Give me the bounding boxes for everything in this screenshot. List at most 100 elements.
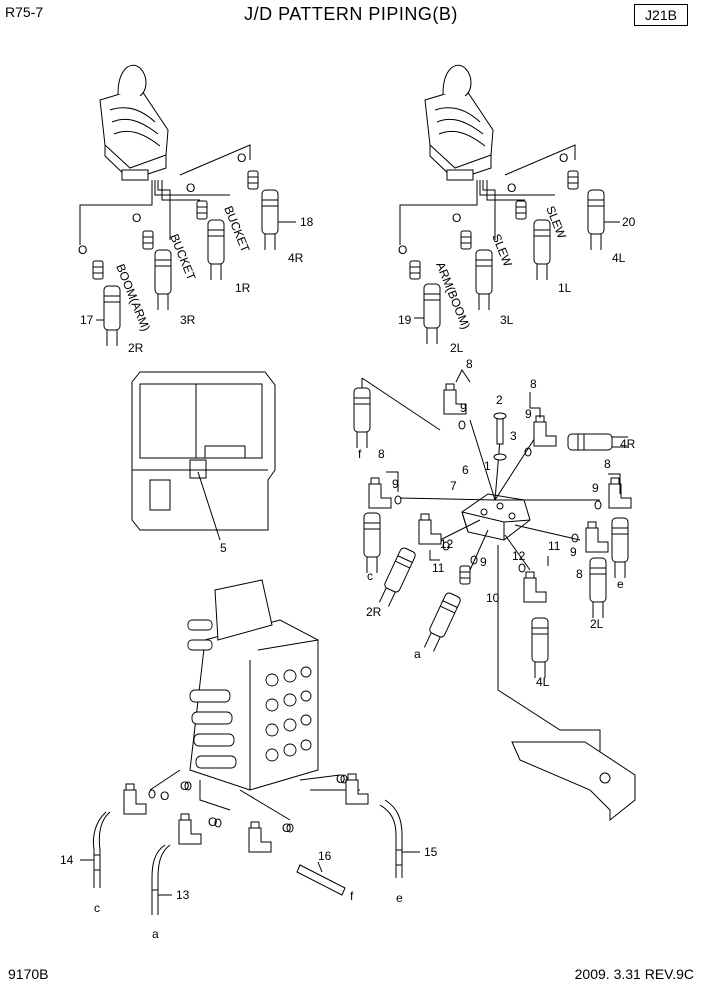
part-number: 12 <box>512 549 526 563</box>
o-mark: O <box>507 181 516 195</box>
hose-id: 2L <box>450 341 464 355</box>
elbow-fitting <box>368 477 392 509</box>
part-number: 9 <box>570 545 577 559</box>
o-mark: O <box>237 151 246 165</box>
o-mark: O <box>336 772 345 786</box>
o-mark: O <box>132 211 141 225</box>
hose-id: f <box>350 889 354 903</box>
page-title: J/D PATTERN PIPING(B) <box>244 4 458 24</box>
hose-id: 2R <box>366 605 382 619</box>
model-code: R75-7 <box>5 4 44 20</box>
part-number: 6 <box>462 463 469 477</box>
hose-fitting <box>460 230 472 250</box>
hose-id: 4R <box>288 251 304 265</box>
hose-end <box>533 219 551 281</box>
elbow-fitting <box>248 821 272 853</box>
hose-id: e <box>617 577 624 591</box>
hose-fitting <box>567 170 579 190</box>
o-mark: O <box>78 243 87 257</box>
part-number: 17 <box>80 313 94 327</box>
revision-date: 2009. 3.31 REV.9C <box>574 966 694 982</box>
page-code-box: J21B <box>634 4 688 26</box>
o-mark: O <box>282 821 291 835</box>
hose-id: e <box>396 891 403 905</box>
part-number: 8 <box>378 447 385 461</box>
part-number: 10 <box>486 591 500 605</box>
catalog-number: 9170B <box>8 966 49 982</box>
control-valve-assembly <box>80 579 420 915</box>
part-number: 9 <box>392 477 399 491</box>
o-mark: O <box>180 779 189 793</box>
o-ring <box>518 563 526 573</box>
hose-end <box>475 249 493 311</box>
hose-end <box>589 557 607 619</box>
hose-end <box>421 591 463 654</box>
o-mark: O <box>452 211 461 225</box>
o-mark: O <box>160 789 169 803</box>
joystick-left-assembly <box>399 64 620 345</box>
elbow-fitting <box>345 773 369 805</box>
hose-id: c <box>94 901 100 915</box>
hose-end <box>207 219 225 281</box>
part-number: 12 <box>440 537 454 551</box>
part-number: 20 <box>622 215 636 229</box>
part-number: 9 <box>525 407 532 421</box>
elbow-fitting <box>533 415 557 447</box>
hose-id: 4R <box>620 437 636 451</box>
part-number: 2 <box>496 393 503 407</box>
part-number: 9 <box>480 555 487 569</box>
o-ring <box>458 420 466 430</box>
hose-end <box>261 189 279 251</box>
hose-end <box>423 283 441 345</box>
manifold-assembly <box>353 369 632 760</box>
hose-fitting <box>142 230 154 250</box>
hose-end <box>363 512 381 574</box>
part-number: 11 <box>548 539 561 553</box>
part-number: 19 <box>398 313 412 327</box>
port-label: BUCKET <box>167 232 198 283</box>
hose-id: 3L <box>500 313 514 327</box>
hose-end <box>531 617 549 679</box>
part-number: 11 <box>432 561 445 575</box>
part-number: 9 <box>592 481 599 495</box>
hose-fitting <box>247 170 259 190</box>
hose-end <box>154 249 172 311</box>
hose-end <box>376 546 418 609</box>
part-number: 8 <box>466 357 473 371</box>
hose-fitting <box>515 200 527 220</box>
part-number: 14 <box>60 853 74 867</box>
part-number: 9 <box>460 401 467 415</box>
elbow-fitting <box>585 521 609 553</box>
part-number: 8 <box>604 457 611 471</box>
elbow-fitting <box>418 513 442 545</box>
part-number: 18 <box>300 215 314 229</box>
part-number: 13 <box>176 888 190 902</box>
joystick-right-assembly <box>79 64 296 347</box>
hose-id: 2L <box>590 617 604 631</box>
part-number: 16 <box>318 849 332 863</box>
hose-id: 1L <box>558 281 572 295</box>
mounting-bracket <box>511 741 636 822</box>
elbow-fitting <box>123 783 147 815</box>
hose-id: 3R <box>180 313 196 327</box>
o-mark: O <box>398 243 407 257</box>
hose-id: f <box>358 447 362 461</box>
hose-fitting <box>92 260 104 280</box>
cab-outline <box>131 371 276 541</box>
hose-end <box>103 285 121 347</box>
part-number: 3 <box>510 429 517 443</box>
hose-end <box>353 387 371 449</box>
o-ring <box>394 495 402 505</box>
hose-id: a <box>414 647 421 661</box>
hose-id: 1R <box>235 281 251 295</box>
hose-id: 4L <box>612 251 626 265</box>
part-number: 5 <box>220 541 227 555</box>
hose-id: c <box>367 569 373 583</box>
elbow-fitting <box>523 571 547 603</box>
hose-fitting <box>196 200 208 220</box>
hose-id: a <box>152 927 159 941</box>
part-number: 8 <box>530 377 537 391</box>
hose-id: 2R <box>128 341 144 355</box>
hose-end <box>567 433 629 451</box>
